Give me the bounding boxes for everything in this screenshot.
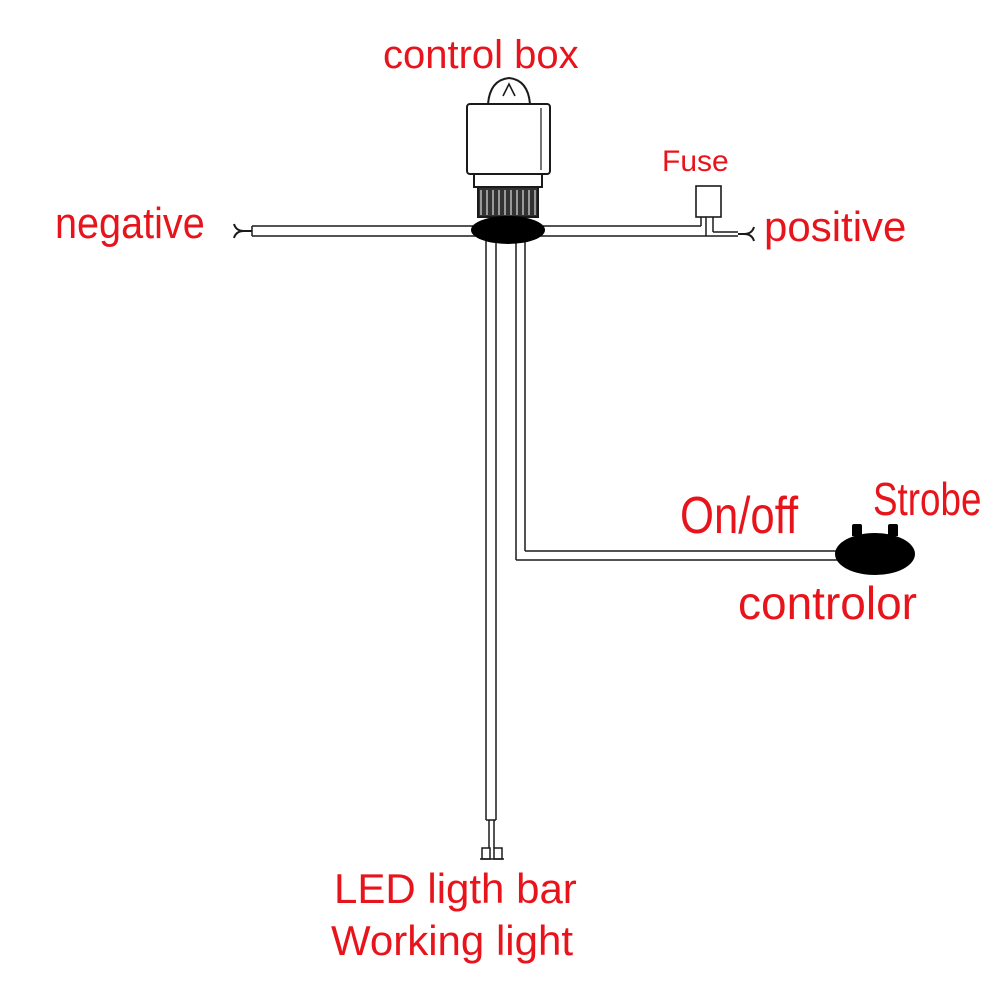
plug-connector-icon (480, 847, 504, 860)
on-off-label: On/off (680, 487, 799, 545)
control-box-label: control box (383, 33, 579, 77)
switch-controller-icon (835, 524, 915, 575)
fork-terminal-icon (738, 226, 755, 242)
led-bar-label: LED ligth bar (334, 865, 577, 912)
fuse-icon (695, 185, 722, 218)
control-box-icon (466, 76, 551, 218)
harness-junction (471, 216, 545, 244)
negative-wire (251, 225, 480, 237)
positive-label: positive (764, 203, 907, 250)
controlor-label: controlor (738, 577, 917, 629)
positive-wire (540, 217, 738, 237)
switch-wire (515, 240, 840, 561)
working-light-label: Working light (331, 917, 573, 964)
led-bar-wire (485, 240, 497, 848)
strobe-label: Strobe (873, 473, 982, 525)
fork-terminal-icon (233, 223, 252, 239)
negative-label: negative (55, 199, 205, 248)
fuse-label: Fuse (662, 145, 729, 178)
